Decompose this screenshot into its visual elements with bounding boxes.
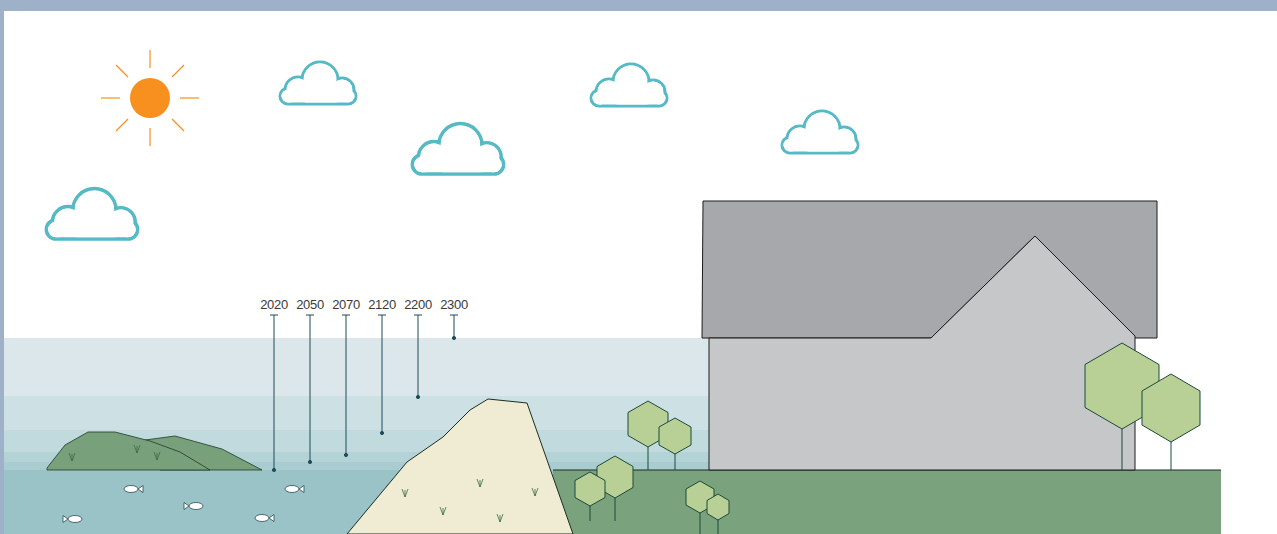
grass xyxy=(497,514,503,522)
year-label: 2050 xyxy=(296,297,324,312)
year-label: 2120 xyxy=(368,297,396,312)
fish xyxy=(63,516,82,523)
fish xyxy=(184,503,203,510)
fish xyxy=(285,486,304,493)
cloud xyxy=(280,62,356,104)
year-label: 2020 xyxy=(260,297,288,312)
cloud xyxy=(46,189,137,239)
sun xyxy=(101,50,199,146)
year-label: 2070 xyxy=(332,297,360,312)
island xyxy=(47,432,262,470)
ground xyxy=(553,470,1221,534)
cloud xyxy=(591,64,667,106)
grass xyxy=(134,445,140,453)
grass xyxy=(440,507,446,515)
grass xyxy=(154,452,160,460)
cloud xyxy=(782,111,858,153)
grass xyxy=(477,479,483,487)
cloud xyxy=(412,124,503,174)
tree xyxy=(575,343,1200,534)
fish xyxy=(124,486,143,493)
page-frame: 2020 2050 2070 2120 2200 2300 xyxy=(4,11,1277,534)
fish xyxy=(255,515,274,522)
dune xyxy=(347,399,573,534)
house xyxy=(702,201,1157,470)
grass xyxy=(69,453,75,461)
grass xyxy=(532,488,538,496)
leader-line xyxy=(270,315,458,472)
sea-level-illustration xyxy=(4,11,1277,534)
year-label: 2200 xyxy=(404,297,432,312)
year-label: 2300 xyxy=(440,297,468,312)
grass xyxy=(402,489,408,497)
